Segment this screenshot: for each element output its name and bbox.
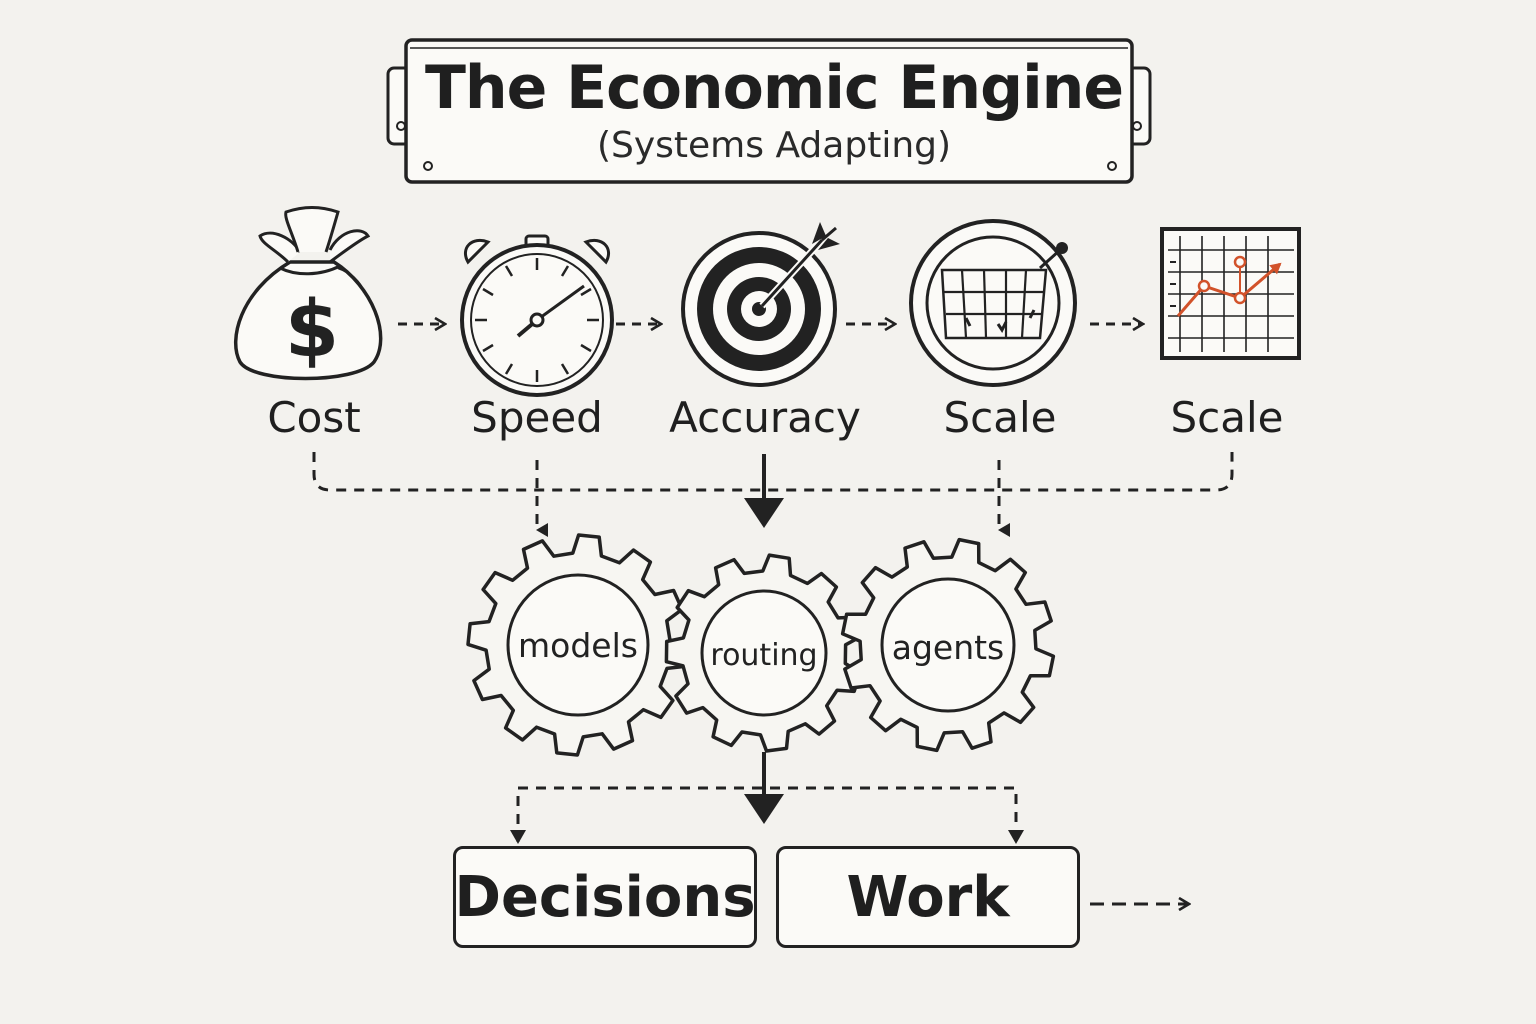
factor-label-scale-growth: Scale — [1170, 393, 1284, 442]
factor-label-speed: Speed — [471, 393, 603, 442]
factor-collector-line — [312, 452, 1234, 537]
dollar-sign: $ — [285, 285, 339, 375]
gear-label-models: models — [518, 626, 638, 665]
output-box-work: Work — [776, 846, 1080, 948]
globe-grid-icon — [909, 219, 1077, 387]
output-label-decisions: Decisions — [454, 864, 756, 930]
factor-label-scale: Scale — [943, 393, 1057, 442]
factor-label-cost: Cost — [267, 393, 361, 442]
growth-chart-icon — [1160, 227, 1301, 360]
money-bag-icon: $ — [233, 206, 383, 381]
stopwatch-icon — [460, 234, 614, 397]
factor-label-accuracy: Accuracy — [669, 393, 861, 442]
gear-agents — [840, 537, 1056, 753]
output-label-work: Work — [846, 864, 1010, 930]
page-title: The Economic Engine — [424, 53, 1124, 123]
output-box-decisions: Decisions — [453, 846, 757, 948]
gear-routing — [664, 553, 863, 753]
page-subtitle: (Systems Adapting) — [596, 125, 952, 166]
gear-label-routing: routing — [710, 638, 818, 673]
gear-models — [466, 533, 690, 757]
gears-group — [466, 533, 1056, 757]
output-main-arrow — [744, 752, 784, 824]
gear-label-agents: agents — [891, 628, 1005, 667]
output-branch-arrows — [516, 786, 1018, 842]
accuracy-main-arrow — [744, 454, 784, 528]
title-banner — [386, 38, 1152, 184]
target-icon — [681, 222, 840, 387]
output-arrowheads — [510, 830, 1024, 844]
